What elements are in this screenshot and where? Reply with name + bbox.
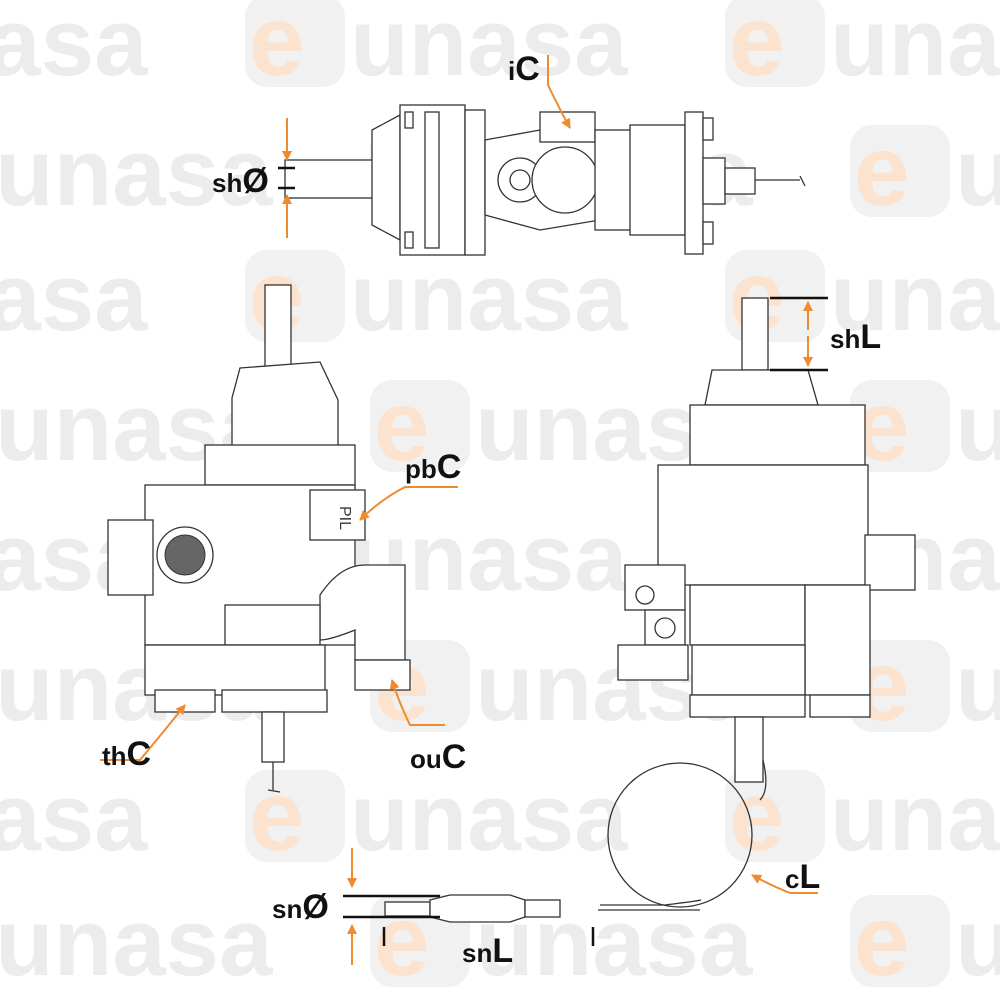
labels: iC shØ shL pbC thC ouC cL snØ snL xyxy=(102,50,881,970)
label-sensor-length: snL xyxy=(462,932,513,970)
watermark-logo xyxy=(0,240,149,352)
label-inlet-connection: iC xyxy=(508,50,540,88)
watermark-logo xyxy=(0,885,274,997)
watermark-logo xyxy=(850,885,1000,997)
label-pilot-burner-connection: pbC xyxy=(405,448,461,486)
valve-top-view xyxy=(284,104,806,256)
watermark-logo xyxy=(850,370,1000,482)
watermark-logo xyxy=(0,0,149,97)
valve-side-view xyxy=(617,297,916,801)
watermark-logo xyxy=(850,115,1000,227)
watermark-logo xyxy=(0,760,149,872)
label-shaft-length: shL xyxy=(830,318,881,356)
label-sensor-diameter: snØ xyxy=(272,888,329,926)
watermark-logo xyxy=(245,760,629,872)
watermark-logo xyxy=(725,0,1000,97)
capillary-sensor xyxy=(384,762,753,923)
watermark-logo xyxy=(245,240,629,352)
label-shaft-diameter: shØ xyxy=(212,162,269,200)
watermark-logo xyxy=(245,0,629,97)
label-capillary-length: cL xyxy=(785,858,820,896)
pilot-port-text: PIL xyxy=(336,506,353,530)
label-thermocouple-connection: thC xyxy=(102,735,151,773)
watermark-logo xyxy=(850,630,1000,742)
valve-front-view: PIL xyxy=(107,284,411,793)
label-outlet-connection: ouC xyxy=(410,738,466,776)
callouts xyxy=(100,55,828,965)
